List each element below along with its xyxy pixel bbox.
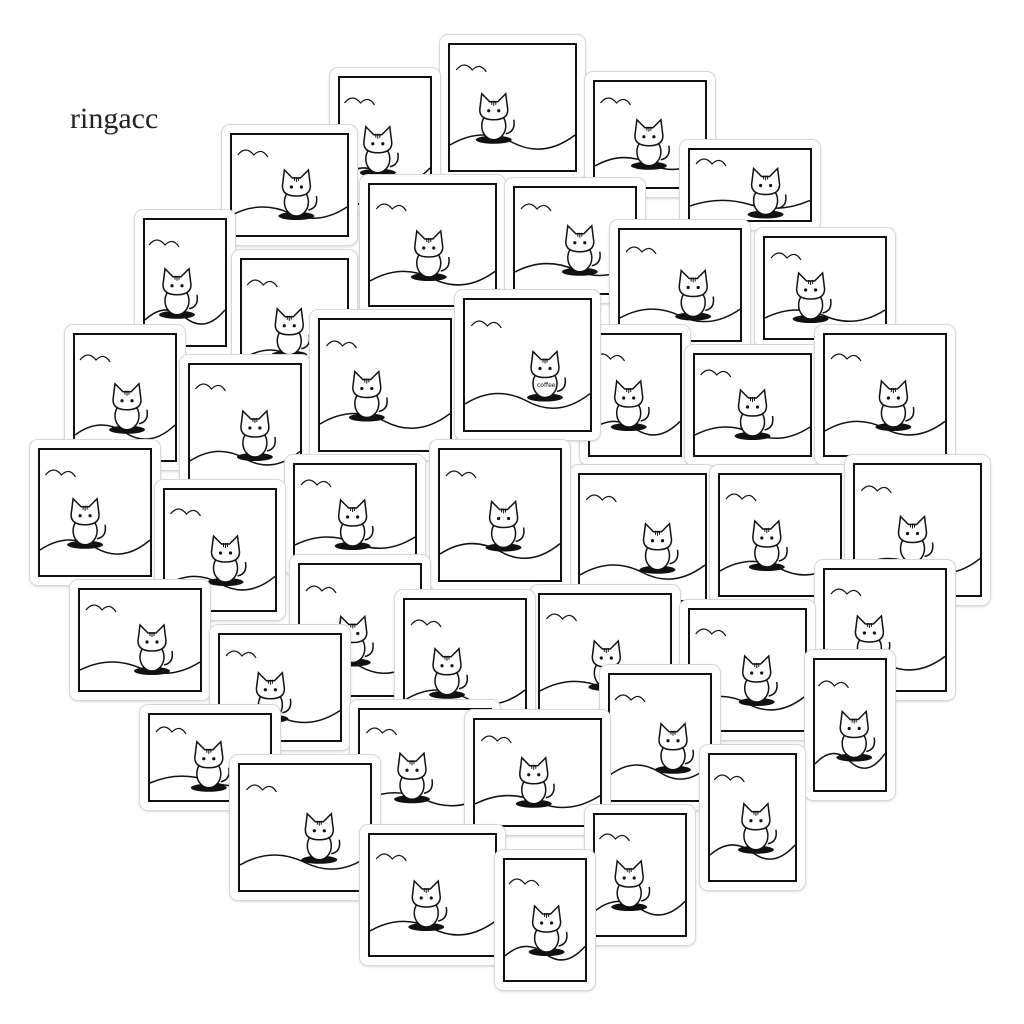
- cat-illustration: [405, 619, 525, 705]
- sticker-frame: [473, 718, 602, 827]
- sticker: [815, 325, 955, 465]
- sticker-frame: [448, 43, 577, 172]
- sticker: [310, 310, 460, 460]
- cat-illustration: [360, 727, 490, 807]
- sticker-frame: [503, 858, 587, 982]
- cat-illustration: [695, 369, 810, 440]
- cat-illustration: [240, 784, 370, 870]
- sticker: [700, 745, 805, 890]
- sticker: [30, 440, 160, 585]
- sticker: [585, 805, 695, 945]
- sticker: [360, 825, 505, 965]
- cat-illustration: [610, 694, 710, 780]
- sticker-frame: [318, 318, 452, 452]
- cat-illustration: [370, 203, 495, 286]
- sticker-frame: [188, 363, 302, 487]
- cat-illustration: [232, 149, 347, 220]
- sticker: [360, 175, 505, 315]
- sticker: [155, 480, 285, 620]
- cat-illustration: [590, 353, 680, 436]
- cat-illustration: [690, 628, 805, 711]
- watermark-text: ringacc: [70, 102, 159, 135]
- cat-illustration: [440, 470, 560, 559]
- cat-illustration: [165, 508, 275, 591]
- cat-illustration: [825, 353, 945, 436]
- sticker: [430, 440, 570, 590]
- cat-illustration: [295, 479, 415, 550]
- sticker-frame: coffee: [463, 298, 592, 432]
- cat-illustration: [475, 735, 600, 809]
- sticker-frame: [163, 488, 277, 612]
- cat-illustration: [765, 252, 885, 323]
- sticker-frame: [588, 333, 682, 457]
- cat-illustration: [690, 158, 810, 219]
- sticker-frame: [38, 448, 152, 577]
- cat-illustration: [370, 853, 495, 936]
- mug-label: coffee: [537, 382, 556, 389]
- sticker: [680, 140, 820, 230]
- sticker: [610, 220, 750, 350]
- sticker: [230, 755, 380, 900]
- cat-illustration: [145, 239, 225, 325]
- sticker-frame: [593, 813, 687, 937]
- sticker-frame: [578, 473, 707, 602]
- sticker-frame: [763, 236, 887, 340]
- cat-illustration: [505, 878, 585, 961]
- cat-illustration: [595, 833, 685, 916]
- sticker-frame: [813, 658, 887, 792]
- sticker-frame: [230, 133, 349, 237]
- sticker-frame: [693, 353, 812, 457]
- sticker: [465, 710, 610, 835]
- sticker: [805, 650, 895, 800]
- cat-illustration: [40, 469, 150, 555]
- sticker-frame: [608, 673, 712, 802]
- cat-illustration: [80, 604, 200, 675]
- cat-illustration: [710, 774, 795, 860]
- sticker: [495, 850, 595, 990]
- sticker-frame: [708, 753, 797, 882]
- sticker: [440, 35, 585, 180]
- cat-illustration: [320, 340, 450, 429]
- cat-illustration: [465, 320, 590, 409]
- sticker-frame: [438, 448, 562, 582]
- sticker-frame: [238, 763, 372, 892]
- cat-illustration: [75, 354, 175, 440]
- cat-illustration: [450, 64, 575, 150]
- sticker: [135, 210, 235, 355]
- sticker: [685, 345, 820, 465]
- sticker-frame: [293, 463, 417, 567]
- cat-illustration: [580, 494, 705, 580]
- sticker-frame: [78, 588, 202, 692]
- sticker-frame: [688, 148, 812, 222]
- sticker-frame: [143, 218, 227, 347]
- cat-illustration: [190, 383, 300, 466]
- sticker: coffee: [455, 290, 600, 440]
- sticker: [222, 125, 357, 245]
- sticker: [70, 580, 210, 700]
- cat-illustration: [815, 680, 885, 769]
- sticker-frame: [823, 333, 947, 457]
- cat-illustration: [515, 203, 635, 277]
- sticker-frame: [368, 183, 497, 307]
- sticker-frame: [368, 833, 497, 957]
- cat-illustration: [620, 246, 740, 323]
